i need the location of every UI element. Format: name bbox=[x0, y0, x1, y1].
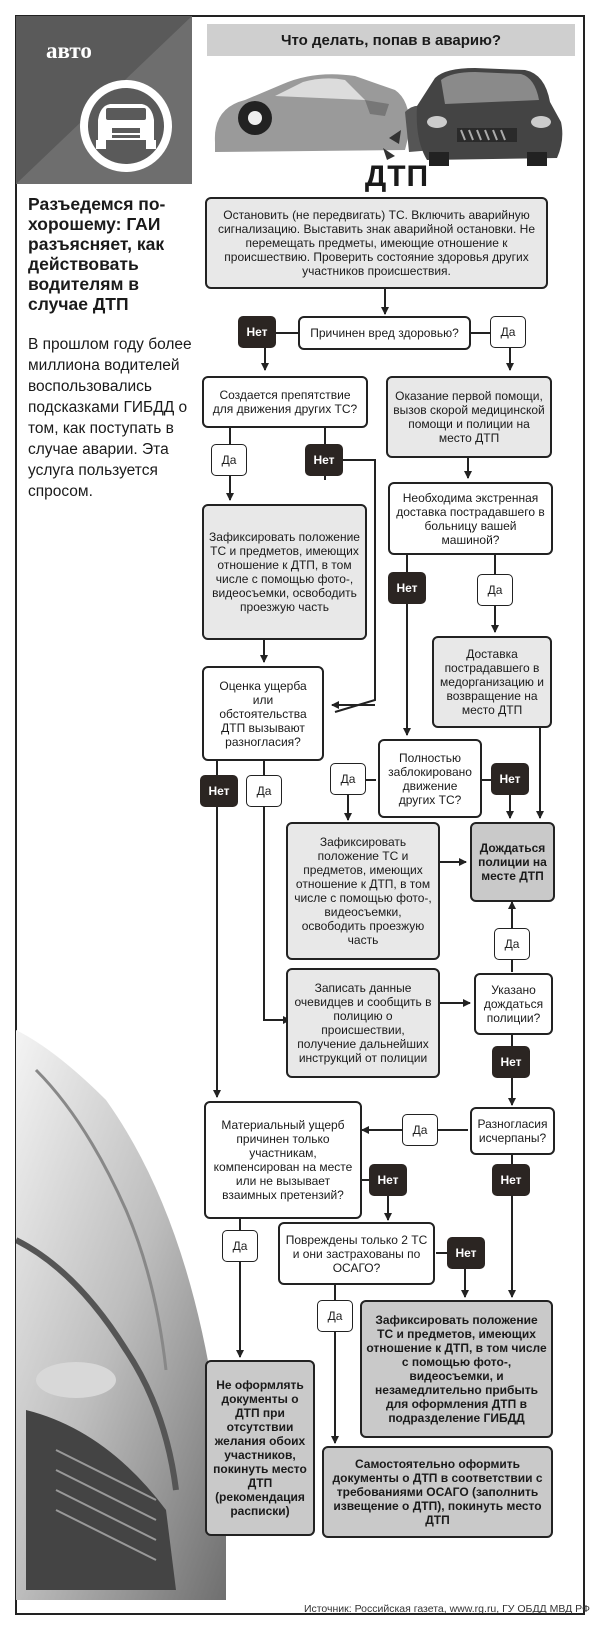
yes-tag-blocked: Да bbox=[330, 763, 366, 795]
car-crash-illustration bbox=[214, 68, 563, 166]
car-front-illustration bbox=[16, 1030, 226, 1600]
yes-tag-told-wait: Да bbox=[494, 928, 530, 960]
question-obstacle-text: Создается препятствие для движения други… bbox=[212, 388, 358, 416]
step-record-clear-road-1: Зафиксировать положение ТС и предметов, … bbox=[202, 504, 367, 640]
question-two-vehicles-osago-text: Повреждены только 2 ТС и они застрахован… bbox=[285, 1232, 428, 1275]
question-disputes-resolved-text: Разногласия исчерпаны? bbox=[477, 1117, 548, 1145]
dtp-label: ДТП bbox=[364, 160, 430, 193]
question-health-damage-text: Причинен вред здоровью? bbox=[310, 326, 459, 340]
yes-tag-obstacle: Да bbox=[211, 444, 247, 476]
source-credit: Источник: Российская газета, www.rg.ru, … bbox=[303, 1603, 590, 1615]
yes-tag-health: Да bbox=[490, 316, 526, 348]
section-logo: авто bbox=[16, 16, 192, 184]
no-tag-two-vehicles: Нет bbox=[447, 1237, 485, 1269]
page-title: Что делать, попав в аварию? bbox=[207, 24, 575, 56]
step-stop-vehicle: Остановить (не передвигать) ТС. Включить… bbox=[205, 197, 548, 289]
step-record-clear-road-1-text: Зафиксировать положение ТС и предметов, … bbox=[209, 530, 360, 614]
step-no-documents: Не оформлять документы о ДТП при отсутст… bbox=[205, 1360, 315, 1536]
step-first-aid: Оказание первой помощи, вызов скорой мед… bbox=[386, 376, 552, 458]
article-headline: Разъедемся по-хорошему: ГАИ разъясняет, … bbox=[28, 194, 166, 314]
question-material-damage-text: Материальный ущерб причинен только участ… bbox=[213, 1118, 353, 1202]
step-stop-vehicle-text: Остановить (не передвигать) ТС. Включить… bbox=[217, 208, 536, 278]
question-damage-dispute-text: Оценка ущерба или обстоятельства ДТП выз… bbox=[219, 678, 307, 749]
no-tag-delivery: Нет bbox=[388, 572, 426, 604]
yes-tag-damage: Да bbox=[246, 775, 282, 807]
question-told-to-wait: Указано дождаться полиции? bbox=[474, 973, 553, 1035]
step-wait-for-police: Дождаться полиции на месте ДТП bbox=[470, 822, 555, 902]
step-wait-for-police-text: Дождаться полиции на месте ДТП bbox=[478, 841, 547, 883]
no-tag-health: Нет bbox=[238, 316, 276, 348]
step-no-documents-text: Не оформлять документы о ДТП при отсутст… bbox=[213, 1378, 307, 1518]
no-tag-material: Нет bbox=[369, 1164, 407, 1196]
question-emergency-delivery-text: Необходима экстренная доставка пострадав… bbox=[396, 490, 545, 547]
car-icon bbox=[16, 16, 192, 184]
yes-tag-material: Да bbox=[222, 1230, 258, 1262]
step-record-witnesses: Записать данные очевидцев и сообщить в п… bbox=[286, 968, 440, 1078]
no-tag-resolved: Нет bbox=[492, 1164, 530, 1196]
no-tag-obstacle: Нет bbox=[305, 444, 343, 476]
yes-tag-two-vehicles: Да bbox=[317, 1300, 353, 1332]
yes-tag-delivery: Да bbox=[477, 574, 513, 606]
step-deliver-victim-text: Доставка пострадавшего в медорганизацию … bbox=[440, 647, 544, 717]
question-damage-dispute: Оценка ущерба или обстоятельства ДТП выз… bbox=[202, 666, 324, 761]
step-record-clear-road-2-text: Зафиксировать положение ТС и предметов, … bbox=[294, 835, 432, 947]
step-record-go-gibdd-text: Зафиксировать положение ТС и предметов, … bbox=[366, 1313, 547, 1425]
step-record-clear-road-2: Зафиксировать положение ТС и предметов, … bbox=[286, 822, 440, 960]
step-deliver-victim: Доставка пострадавшего в медорганизацию … bbox=[432, 636, 552, 728]
question-traffic-blocked-text: Полностью заблокировано движение других … bbox=[388, 750, 472, 807]
question-traffic-blocked: Полностью заблокировано движение других … bbox=[378, 739, 482, 818]
section-label: авто bbox=[46, 38, 92, 63]
step-self-documents-text: Самостоятельно оформить документы о ДТП … bbox=[332, 1457, 543, 1527]
no-tag-blocked: Нет bbox=[491, 763, 529, 795]
question-health-damage: Причинен вред здоровью? bbox=[298, 316, 471, 350]
question-emergency-delivery: Необходима экстренная доставка пострадав… bbox=[388, 482, 553, 555]
step-record-witnesses-text: Записать данные очевидцев и сообщить в п… bbox=[294, 981, 432, 1065]
no-tag-told-wait: Нет bbox=[492, 1046, 530, 1078]
question-told-to-wait-text: Указано дождаться полиции? bbox=[483, 983, 544, 1025]
question-obstacle: Создается препятствие для движения други… bbox=[202, 376, 368, 428]
question-two-vehicles-osago: Повреждены только 2 ТС и они застрахован… bbox=[278, 1222, 435, 1285]
yes-tag-resolved: Да bbox=[402, 1114, 438, 1146]
page-frame bbox=[15, 15, 585, 1615]
step-first-aid-text: Оказание первой помощи, вызов скорой мед… bbox=[393, 389, 545, 445]
article-lead: В прошлом году более миллиона водителей … bbox=[28, 336, 192, 500]
step-record-go-gibdd: Зафиксировать положение ТС и предметов, … bbox=[360, 1300, 553, 1438]
step-self-documents: Самостоятельно оформить документы о ДТП … bbox=[322, 1446, 553, 1538]
question-material-damage: Материальный ущерб причинен только участ… bbox=[204, 1101, 362, 1219]
no-tag-damage: Нет bbox=[200, 775, 238, 807]
question-disputes-resolved: Разногласия исчерпаны? bbox=[470, 1107, 555, 1155]
